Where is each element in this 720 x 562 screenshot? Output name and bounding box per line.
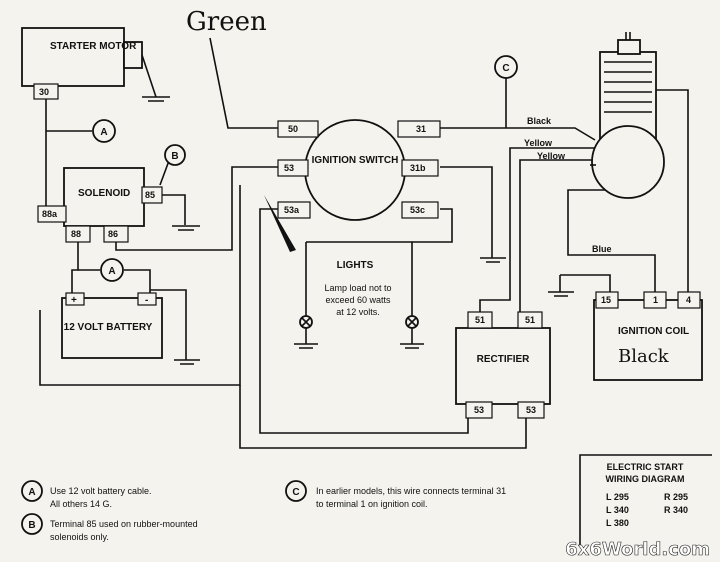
starter-label: STARTER MOTOR <box>50 41 137 52</box>
svg-text:B: B <box>28 520 35 531</box>
solenoid-label: SOLENOID <box>78 188 130 199</box>
lamp-note-line2: exceed 60 watts <box>325 295 391 305</box>
ignition-coil: IGNITION COIL 15 1 4 Black <box>548 275 703 381</box>
note-a: A Use 12 volt battery cable. All others … <box>21 480 152 509</box>
ignition-coil-label: IGNITION COIL <box>618 326 689 337</box>
svg-text:In earlier models, this wire c: In earlier models, this wire connects te… <box>316 486 506 496</box>
lights: LIGHTS Lamp load not to exceed 60 watts … <box>294 260 424 349</box>
svg-text:Use 12 volt battery cable.: Use 12 volt battery cable. <box>50 486 152 496</box>
ignition-switch-label: IGNITION SWITCH <box>312 155 399 166</box>
svg-text:Terminal 85 used on rubber-mou: Terminal 85 used on rubber-mounted <box>50 519 198 529</box>
svg-text:solenoids only.: solenoids only. <box>50 532 109 542</box>
engine-generator-icon <box>590 32 665 199</box>
terminal-86: 86 <box>108 229 118 239</box>
callout-b-solenoid: B <box>164 144 186 166</box>
solenoid: SOLENOID 85 88a 88 86 <box>37 167 200 243</box>
rectifier: RECTIFIER 51 51 53 53 <box>455 311 551 419</box>
wire-label-yellow-1: Yellow <box>524 138 553 148</box>
legend-title-line1: ELECTRIC START <box>607 462 684 472</box>
starter-motor: STARTER MOTOR 30 <box>21 27 170 102</box>
svg-text:A: A <box>100 127 107 138</box>
legend-box: ELECTRIC START WIRING DIAGRAM L 295 L 34… <box>579 454 712 545</box>
scratch-mark-icon <box>264 195 296 252</box>
wire-label-blue: Blue <box>592 244 612 254</box>
rect-terminal-51a: 51 <box>475 315 485 325</box>
terminal-53c: 53c <box>410 205 425 215</box>
ground-icon <box>142 96 170 102</box>
svg-text:All others 14 G.: All others 14 G. <box>50 499 112 509</box>
model-r295: R 295 <box>664 492 688 502</box>
terminal-85: 85 <box>145 190 155 200</box>
ammeter-a: A <box>100 258 124 282</box>
rect-terminal-53a: 53 <box>474 405 484 415</box>
handwritten-green-label: Green <box>186 7 267 37</box>
terminal-88a: 88a <box>42 209 58 219</box>
wire-label-yellow-2: Yellow <box>537 151 566 161</box>
terminal-31b: 31b <box>410 163 426 173</box>
svg-text:B: B <box>171 151 178 162</box>
callout-a-starter: A <box>92 119 116 143</box>
ground-icon <box>480 257 506 263</box>
lamp-icon <box>400 315 424 349</box>
svg-text:C: C <box>502 63 509 74</box>
ignition-switch: IGNITION SWITCH 50 31 53 31b 53a 53c <box>264 119 506 263</box>
svg-text:A: A <box>108 266 115 277</box>
terminal-53: 53 <box>284 163 294 173</box>
coil-terminal-4: 4 <box>686 295 691 305</box>
wire-label-black: Black <box>527 116 552 126</box>
watermark: 6x6World.com <box>565 539 710 560</box>
model-r340: R 340 <box>664 505 688 515</box>
lamp-note-line1: Lamp load not to <box>324 283 391 293</box>
lights-label: LIGHTS <box>337 260 374 271</box>
svg-text:to terminal 1 on ignition coil: to terminal 1 on ignition coil. <box>316 499 428 509</box>
coil-terminal-1: 1 <box>653 295 658 305</box>
ground-icon <box>548 275 574 297</box>
wires <box>39 37 689 449</box>
note-b: B Terminal 85 used on rubber-mounted sol… <box>21 513 198 542</box>
battery-label: 12 VOLT BATTERY <box>64 322 153 333</box>
terminal-31: 31 <box>416 124 426 134</box>
terminal-30: 30 <box>39 87 49 97</box>
model-l295: L 295 <box>606 492 629 502</box>
ground-icon <box>172 225 200 231</box>
handwritten-black-note: Black <box>618 346 670 367</box>
battery-negative: - <box>145 295 148 306</box>
terminal-88: 88 <box>71 229 81 239</box>
terminal-53a: 53a <box>284 205 300 215</box>
terminal-50: 50 <box>288 124 298 134</box>
legend-title-line2: WIRING DIAGRAM <box>606 474 685 484</box>
coil-terminal-15: 15 <box>601 295 611 305</box>
rect-terminal-53b: 53 <box>526 405 536 415</box>
callout-c: C <box>494 55 518 79</box>
model-l340: L 340 <box>606 505 629 515</box>
lamp-note-line3: at 12 volts. <box>336 307 380 317</box>
rect-terminal-51b: 51 <box>525 315 535 325</box>
lamp-icon <box>294 315 318 349</box>
ground-icon <box>174 359 200 365</box>
svg-text:C: C <box>292 487 299 498</box>
rectifier-label: RECTIFIER <box>477 354 531 365</box>
note-c: C In earlier models, this wire connects … <box>285 480 506 509</box>
svg-text:A: A <box>28 487 35 498</box>
model-l380: L 380 <box>606 518 629 528</box>
battery: + - 12 VOLT BATTERY <box>61 292 200 365</box>
battery-positive: + <box>71 295 77 306</box>
